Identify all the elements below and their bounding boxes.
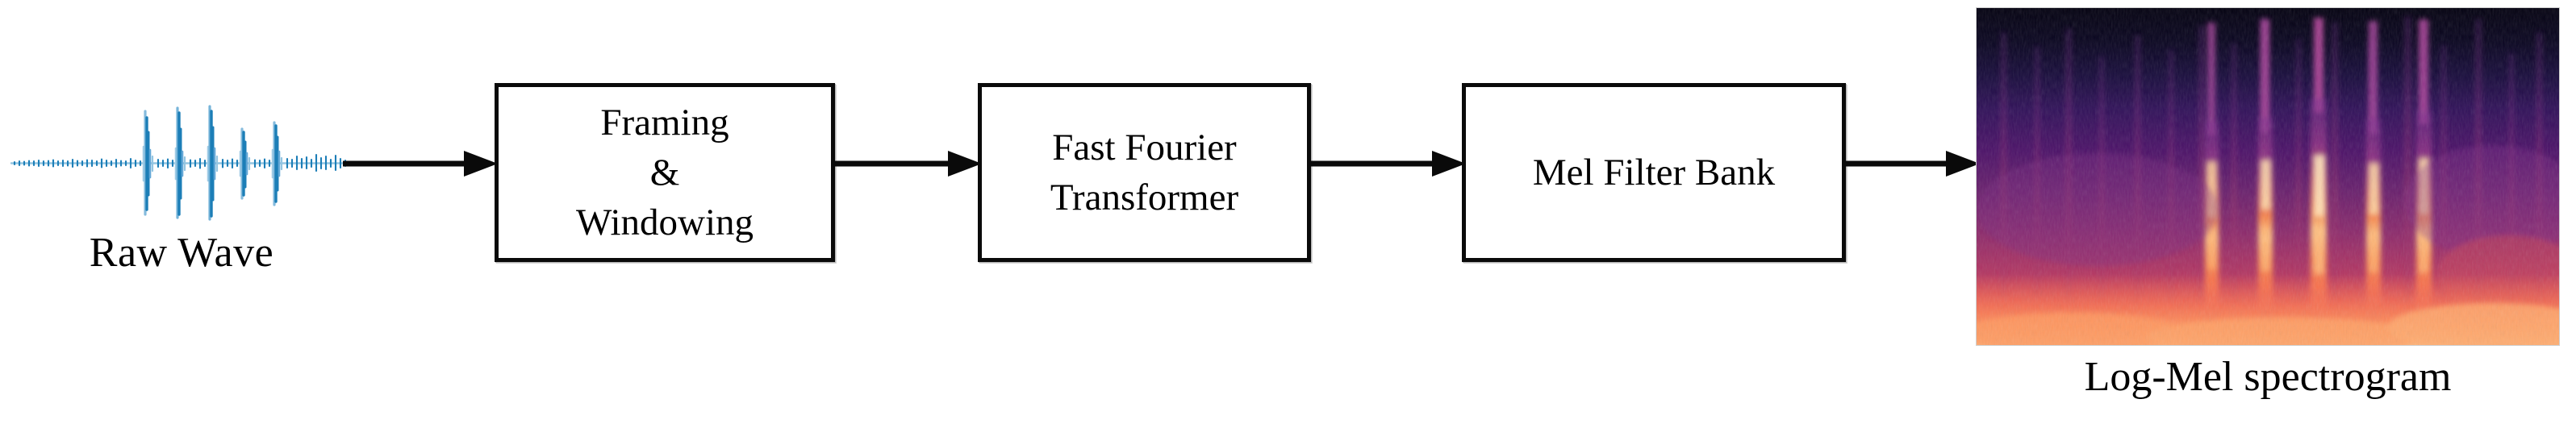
process-box-framing-windowing[interactable]: Framing & Windowing xyxy=(495,83,835,262)
process-box-fast-fourier-transformer-label: Fast Fourier Transformer xyxy=(1050,126,1239,218)
arrow-mel-to-spectrogram-icon xyxy=(1843,148,1980,180)
raw-wave-node: Raw Wave xyxy=(8,97,357,339)
process-box-framing-windowing-label: Framing & Windowing xyxy=(575,101,754,244)
log-mel-spectrogram-node: Log-Mel spectrogram xyxy=(1977,8,2559,445)
arrow-framing-to-fft-icon xyxy=(832,148,982,180)
log-mel-spectrogram-image xyxy=(1977,8,2559,345)
process-box-mel-filter-bank[interactable]: Mel Filter Bank xyxy=(1462,83,1846,262)
arrow-raw-to-framing-icon xyxy=(343,148,498,180)
process-box-mel-filter-bank-label: Mel Filter Bank xyxy=(1532,151,1776,193)
raw-waveform-plot xyxy=(8,97,357,230)
log-mel-spectrogram-label: Log-Mel spectrogram xyxy=(2084,354,2452,400)
arrow-fft-to-mel-icon xyxy=(1308,148,1466,180)
raw-wave-label: Raw Wave xyxy=(89,230,274,276)
process-box-fast-fourier-transformer[interactable]: Fast Fourier Transformer xyxy=(978,83,1311,262)
